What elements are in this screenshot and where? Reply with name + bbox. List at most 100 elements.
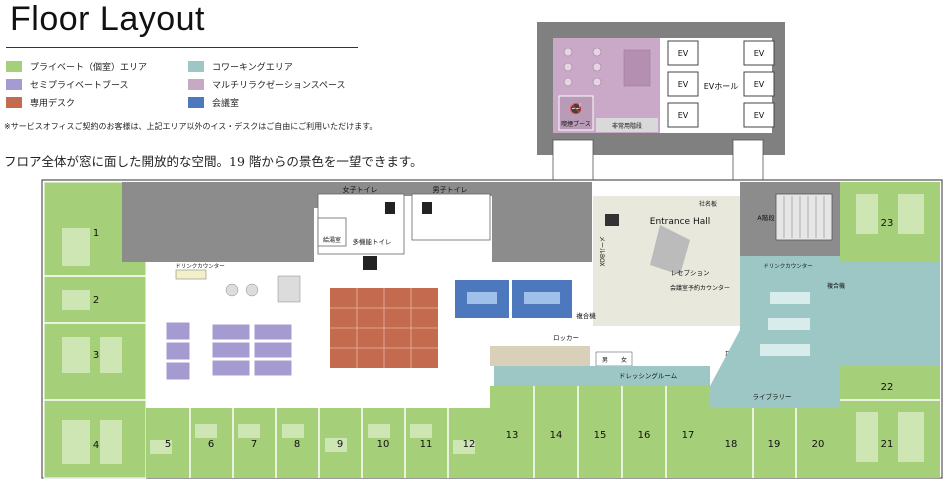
legend-label: コワーキングエリア (212, 63, 293, 73)
nameplate-label: 社名板 (699, 200, 717, 208)
floor-description: フロア全体が窓に面した開放的な空間。19 階からの景色を一望できます。 (4, 154, 423, 169)
coworking-desks (760, 292, 810, 356)
emergency-stairs (596, 118, 658, 132)
room-number-12: 12 (463, 439, 476, 450)
room-number-7: 7 (251, 439, 257, 450)
multipurpose-toilet-label: 多機能トイレ (353, 237, 392, 246)
women-icon (385, 202, 395, 214)
room-number-2: 2 (93, 295, 99, 306)
elevators (667, 40, 775, 128)
legend-swatch (188, 61, 204, 72)
reception-label: レセプション (671, 269, 710, 277)
mens-toilet-label: 男子トイレ (433, 186, 468, 194)
ev-label: EV (678, 49, 689, 58)
room-number-16: 16 (638, 430, 651, 441)
dressing-room-label: ドレッシングルーム (619, 371, 678, 380)
stairs-a (775, 193, 833, 241)
printer-label: 複合機 (576, 311, 596, 320)
room-number-15: 15 (594, 430, 607, 441)
room-number-11: 11 (420, 439, 433, 450)
legend-label: 専用デスク (30, 99, 76, 109)
coworking-right-strip (840, 262, 940, 366)
stairs-a-label: A階段 (757, 213, 775, 222)
entrance-hall-label: Entrance Hall (650, 217, 710, 227)
service-wall-left (122, 182, 314, 262)
locker-left (490, 346, 590, 366)
mail-icon (605, 214, 619, 226)
drink-counter-left (175, 269, 207, 280)
women-label: 女 (621, 356, 627, 364)
men-label: 男 (602, 357, 608, 364)
legend-label: セミプライベートブース (30, 81, 129, 91)
room-number-22: 22 (881, 382, 894, 393)
room-number-3: 3 (93, 350, 99, 361)
legend-swatch (188, 79, 204, 90)
dressing-room (494, 366, 710, 386)
legend-swatch (6, 97, 22, 108)
room-number-21: 21 (881, 439, 894, 450)
room-number-13: 13 (506, 430, 519, 441)
title-rule (6, 47, 358, 48)
ev-hall-label: EVホール (704, 82, 739, 91)
printer-right-label: 複合機 (827, 282, 845, 290)
room-number-17: 17 (682, 430, 695, 441)
legend-dedicated-desk: 専用デスク (6, 96, 75, 109)
meeting-counter-label: 会議室予約カウンター (670, 284, 730, 292)
ev-label: EV (754, 49, 765, 58)
reception-desk (650, 225, 690, 275)
page-title: Floor Layout (10, 0, 205, 38)
room-number-8: 8 (294, 439, 300, 450)
room-number-14: 14 (550, 430, 563, 441)
mailbox-label: メールBOX (598, 236, 605, 266)
smoking-icon: 🚭 (570, 102, 582, 115)
cleaning-room (317, 217, 347, 247)
room-number-1: 1 (93, 228, 99, 239)
room-number-20: 20 (812, 439, 825, 450)
emergency-stairs-label: 非常用階段 (612, 122, 642, 130)
locker-left-label: ロッカー (553, 334, 579, 342)
ev-label: EV (678, 80, 689, 89)
room-number-18: 18 (725, 439, 738, 450)
library-label: ライブラリー (753, 392, 792, 401)
room-number-4: 4 (93, 440, 99, 451)
legend-semiprivate: セミプライベートブース (6, 78, 129, 91)
ev-label: EV (678, 111, 689, 120)
legend-label: マルチリラクゼーションスペース (212, 81, 346, 91)
ev-label: EV (754, 80, 765, 89)
room-number-19: 19 (768, 439, 781, 450)
legend-label: 会議室 (212, 99, 240, 109)
legend-swatch (6, 61, 22, 72)
mens-toilet (411, 193, 491, 241)
wheelchair-icon (363, 256, 377, 270)
room-number-9: 9 (337, 439, 343, 450)
smoking-booth (558, 95, 594, 131)
private-area-bottom-mid (490, 386, 710, 478)
drink-counter-right-label: ドリンクカウンター (763, 262, 813, 270)
private-area-bottom-right (710, 408, 840, 478)
ev-label: EV (754, 111, 765, 120)
cleaning-room-label: 給湯室 (323, 236, 341, 244)
legend-swatch (188, 97, 204, 108)
legend-swatch (6, 79, 22, 90)
drink-counter-left-label: ドリンクカウンター (175, 262, 225, 270)
usage-note: ※サービスオフィスご契約のお客様は、上記エリア以外のイス・デスクはご自由にご利用… (4, 122, 378, 131)
legend-coworking: コワーキングエリア (188, 60, 293, 73)
room-number-5: 5 (165, 439, 171, 450)
semi-private-booths (165, 321, 293, 381)
men-icon (422, 202, 432, 214)
legend-label: プライベート（個室）エリア (30, 63, 148, 73)
lounge-tables (225, 275, 301, 303)
relax-chairs (563, 47, 651, 87)
room-number-23: 23 (881, 218, 894, 229)
legend-private: プライベート（個室）エリア (6, 60, 147, 73)
room-number-10: 10 (377, 439, 390, 450)
service-wall-right (492, 182, 592, 262)
smoking-booth-label: 喫煙ブース (561, 120, 591, 128)
room-number-6: 6 (208, 439, 214, 450)
womens-toilet-label: 女子トイレ (343, 185, 378, 194)
private-desks (62, 194, 924, 464)
private-area-bottom-left (146, 408, 490, 478)
legend-meeting: 会議室 (188, 96, 239, 109)
legend-relax: マルチリラクゼーションスペース (188, 78, 346, 91)
